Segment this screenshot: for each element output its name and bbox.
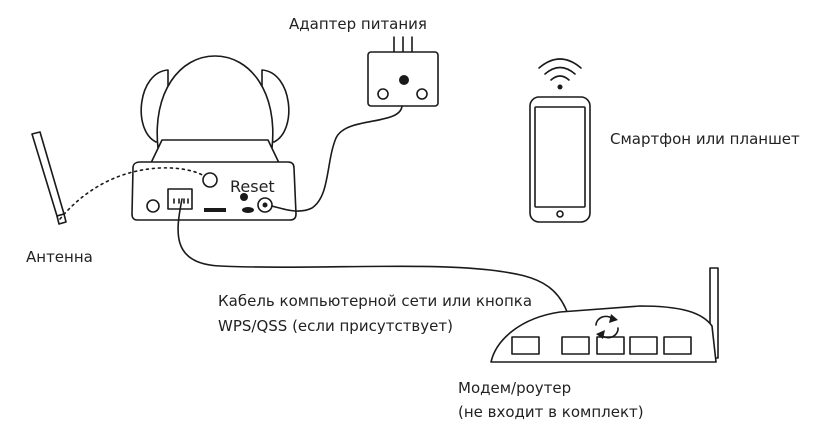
router-label-line1: Модем/роутер — [458, 379, 571, 397]
antenna-link-dotted — [59, 167, 205, 220]
reset-label: Reset — [230, 177, 275, 196]
router-label-line2: (не входит в комплект) — [458, 403, 644, 421]
cable-label-line1: Кабель компьютерной сети или кнопка — [218, 292, 532, 310]
wifi-signal-icon — [538, 58, 582, 90]
antenna-label: Антенна — [26, 248, 93, 266]
ip-camera-icon — [131, 55, 297, 221]
cable-label-line2: WPS/QSS (если присутствует) — [218, 317, 453, 335]
router-icon — [490, 267, 719, 363]
antenna-icon — [31, 131, 67, 225]
smartphone-label: Смартфон или планшет — [610, 130, 800, 148]
wps-sync-icon — [595, 314, 619, 339]
power-adapter-icon — [367, 36, 439, 107]
power-cable — [271, 105, 403, 212]
power-adapter-label: Адаптер питания — [289, 15, 427, 33]
smartphone-icon — [529, 96, 591, 223]
network-cable — [177, 198, 575, 345]
